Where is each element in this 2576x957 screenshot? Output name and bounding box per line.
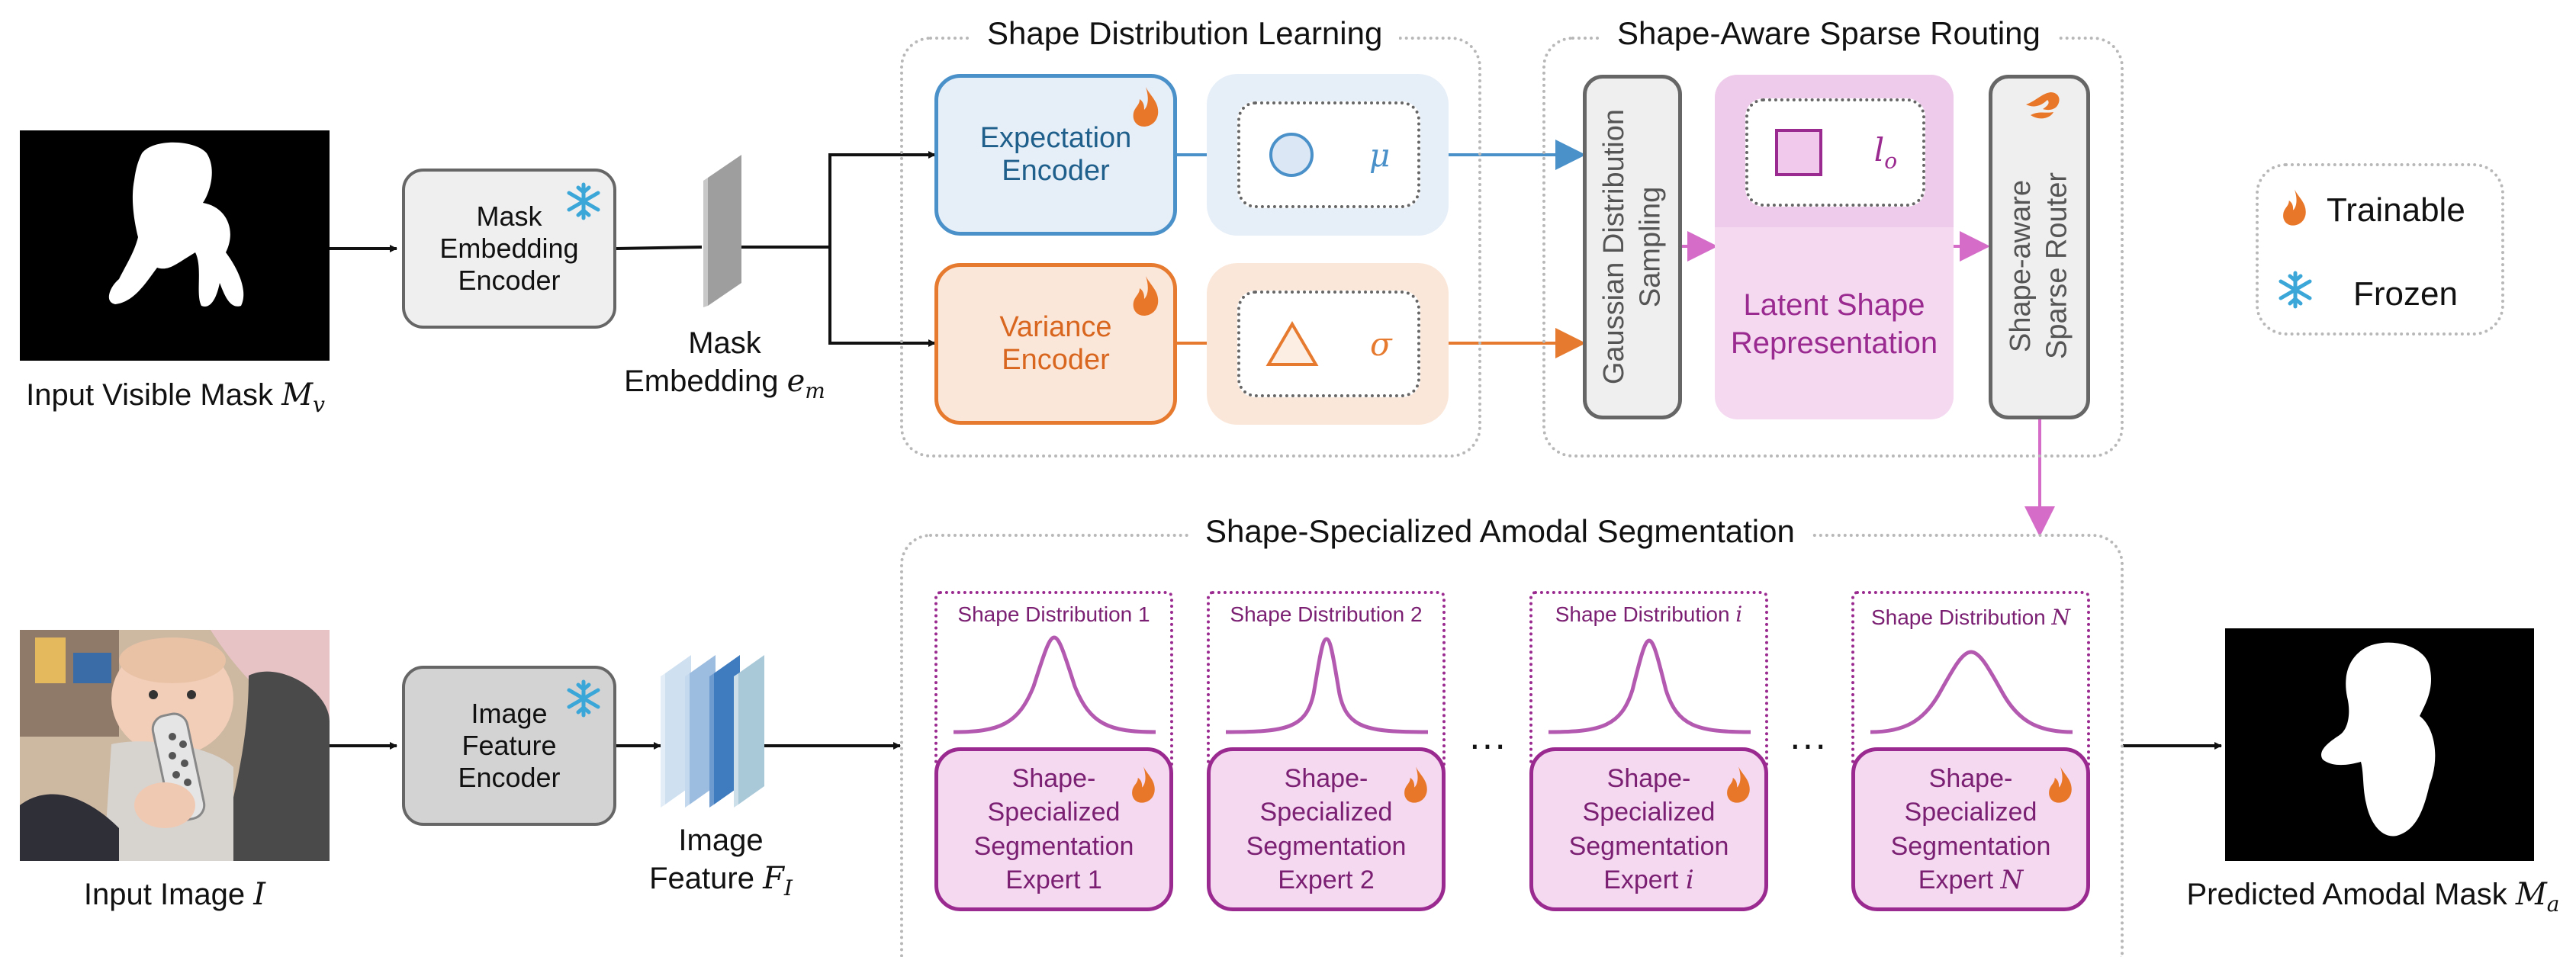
router-line-2: Sparse Router	[2041, 172, 2073, 360]
shape-aware-sparse-routing-title: Shape-Aware Sparse Routing	[1600, 15, 2057, 52]
mask-embedding-label: Mask Embedding em	[624, 326, 825, 403]
variance-encoder: Variance Encoder	[934, 263, 1177, 425]
latent-inner: lo	[1745, 98, 1925, 207]
mask-encoder-line-1: Mask	[476, 201, 542, 232]
segmentation-expert-n: Shape- Specialized Segmentation Expert N	[1851, 747, 2090, 911]
flame-icon	[1133, 87, 1159, 127]
sigma-symbol: σ	[1369, 325, 1392, 363]
circle-icon	[1269, 133, 1314, 177]
flame-icon	[2026, 92, 2060, 119]
latent-symbol: lo	[1873, 131, 1898, 174]
shape-distribution-label-i: Shape Distribution i	[1555, 602, 1743, 627]
shape-distribution-label-n: Shape Distribution N	[1870, 605, 2071, 630]
snowflake-icon	[567, 182, 600, 220]
segmentation-expert-1: Shape- Specialized Segmentation Expert 1	[934, 747, 1173, 911]
flame-icon	[1727, 766, 1750, 803]
ellipsis-2: ···	[1789, 723, 1827, 766]
shape-distribution-panel-n	[1851, 591, 2090, 766]
flame-icon	[1132, 766, 1155, 803]
legend-box	[2256, 163, 2504, 336]
mu-inner: μ	[1237, 101, 1420, 208]
arrow-encoder-to-embedding	[616, 246, 703, 250]
arrow-embedding-branch	[725, 151, 936, 249]
flame-icon	[1133, 276, 1159, 316]
sampling-line-2: Sampling	[1634, 186, 1666, 308]
snowflake-icon	[2279, 271, 2312, 309]
flame-icon	[2283, 189, 2306, 226]
square-icon	[1774, 129, 1822, 176]
gaussian-curve-n	[1870, 650, 2073, 734]
predicted-amodal-mask-image	[2225, 628, 2534, 861]
gaussian-sampling-box: Gaussian Distribution Sampling	[1583, 75, 1682, 419]
shape-distribution-learning-title: Shape Distribution Learning	[970, 15, 1400, 52]
image-encoder-line-2: Feature	[461, 730, 557, 761]
shape-distribution-label-1: Shape Distribution 1	[957, 602, 1150, 626]
shape-distribution-panel-1	[934, 591, 1173, 766]
sigma-inner: σ	[1237, 291, 1420, 397]
input-image	[20, 630, 330, 861]
input-visible-mask-label: Input Visible Mask Mv	[26, 377, 325, 417]
gaussian-curve-2	[1225, 637, 1429, 734]
mask-encoder-line-2: Embedding	[439, 233, 579, 264]
flame-icon	[1404, 766, 1427, 803]
gaussian-curve-i	[1548, 638, 1751, 734]
image-feature-encoder: Image Feature Encoder	[402, 666, 616, 826]
shape-distribution-panel-i	[1529, 591, 1768, 766]
flame-icon	[2049, 766, 2072, 803]
expectation-encoder: Expectation Encoder	[934, 74, 1177, 236]
shape-distribution-label-2: Shape Distribution 2	[1230, 602, 1423, 626]
snowflake-icon	[567, 679, 600, 718]
segmentation-expert-2: Shape- Specialized Segmentation Expert 2	[1207, 747, 1446, 911]
shape-distribution-panel-2	[1207, 591, 1446, 766]
mask-encoder-line-3: Encoder	[458, 265, 561, 296]
image-encoder-line-1: Image	[471, 698, 548, 729]
sparse-router-box: Shape-aware Sparse Router	[1989, 75, 2090, 419]
input-visible-mask-image	[20, 130, 330, 361]
segmentation-expert-i: Shape- Specialized Segmentation Expert i	[1529, 747, 1768, 911]
latent-shape-label: Latent Shape Representation	[1730, 288, 1938, 360]
ellipsis-1: ···	[1468, 723, 1507, 766]
image-feature-stack	[661, 655, 764, 808]
amodal-segmentation-title: Shape-Specialized Amodal Segmentation	[1188, 513, 1812, 550]
mask-embedding-slab	[703, 155, 741, 307]
image-encoder-line-3: Encoder	[458, 762, 561, 793]
input-image-label: Input Image I	[83, 877, 266, 912]
mask-silhouette	[108, 142, 244, 307]
legend-frozen: Frozen	[2353, 275, 2458, 313]
legend-trainable: Trainable	[2327, 191, 2465, 229]
router-line-1: Shape-aware	[2005, 179, 2037, 353]
predicted-amodal-mask-label: Predicted Amodal Mask Ma	[2186, 877, 2560, 917]
image-feature-label: Image Feature FI	[649, 824, 793, 901]
baby-photo	[20, 630, 330, 861]
mask-embedding-encoder: Mask Embedding Encoder	[402, 169, 616, 329]
sampling-line-1: Gaussian Distribution	[1597, 109, 1630, 385]
mu-symbol: μ	[1369, 136, 1391, 174]
amodal-silhouette	[2321, 642, 2436, 837]
triangle-icon	[1265, 321, 1319, 366]
gaussian-curve-1	[953, 635, 1156, 734]
